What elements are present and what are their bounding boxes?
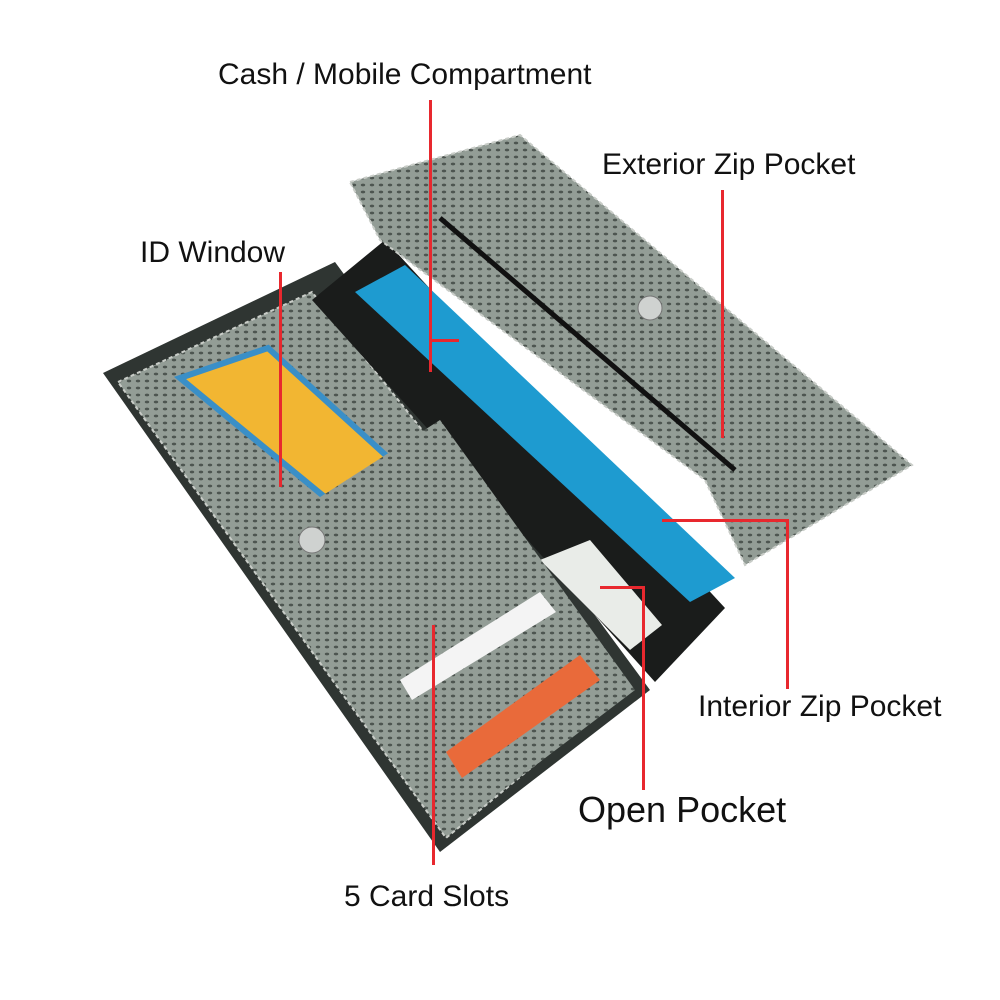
banknote xyxy=(540,540,662,650)
white-card xyxy=(400,592,556,700)
orange-card xyxy=(446,655,600,778)
label-open-pocket: Open Pocket xyxy=(578,789,787,830)
label-id-window: ID Window xyxy=(140,236,286,269)
phone xyxy=(355,265,735,602)
leader-line-id-window xyxy=(279,272,282,487)
snap-button-left xyxy=(298,526,326,554)
leader-line-cash-tick xyxy=(429,339,459,342)
leader-line-open-pocket-v xyxy=(642,586,645,790)
leader-line-interior-zip-v xyxy=(786,519,789,689)
label-cash-mobile-compartment: Cash / Mobile Compartment xyxy=(218,58,592,91)
flap-exterior-zip-pocket xyxy=(348,133,914,567)
label-exterior-zip-pocket: Exterior Zip Pocket xyxy=(602,148,856,181)
interior-lining xyxy=(312,240,725,682)
label-card-slots: 5 Card Slots xyxy=(344,880,510,913)
leader-line-open-pocket-h xyxy=(600,586,645,589)
label-interior-zip-pocket: Interior Zip Pocket xyxy=(698,690,942,723)
leader-line-exterior-zip xyxy=(721,190,724,438)
zipper xyxy=(438,216,737,472)
card-slots xyxy=(300,420,635,830)
leader-line-cash xyxy=(429,100,432,372)
snap-button xyxy=(637,295,663,321)
leader-line-card-slots xyxy=(432,625,435,865)
leader-line-interior-zip-h xyxy=(662,519,789,522)
